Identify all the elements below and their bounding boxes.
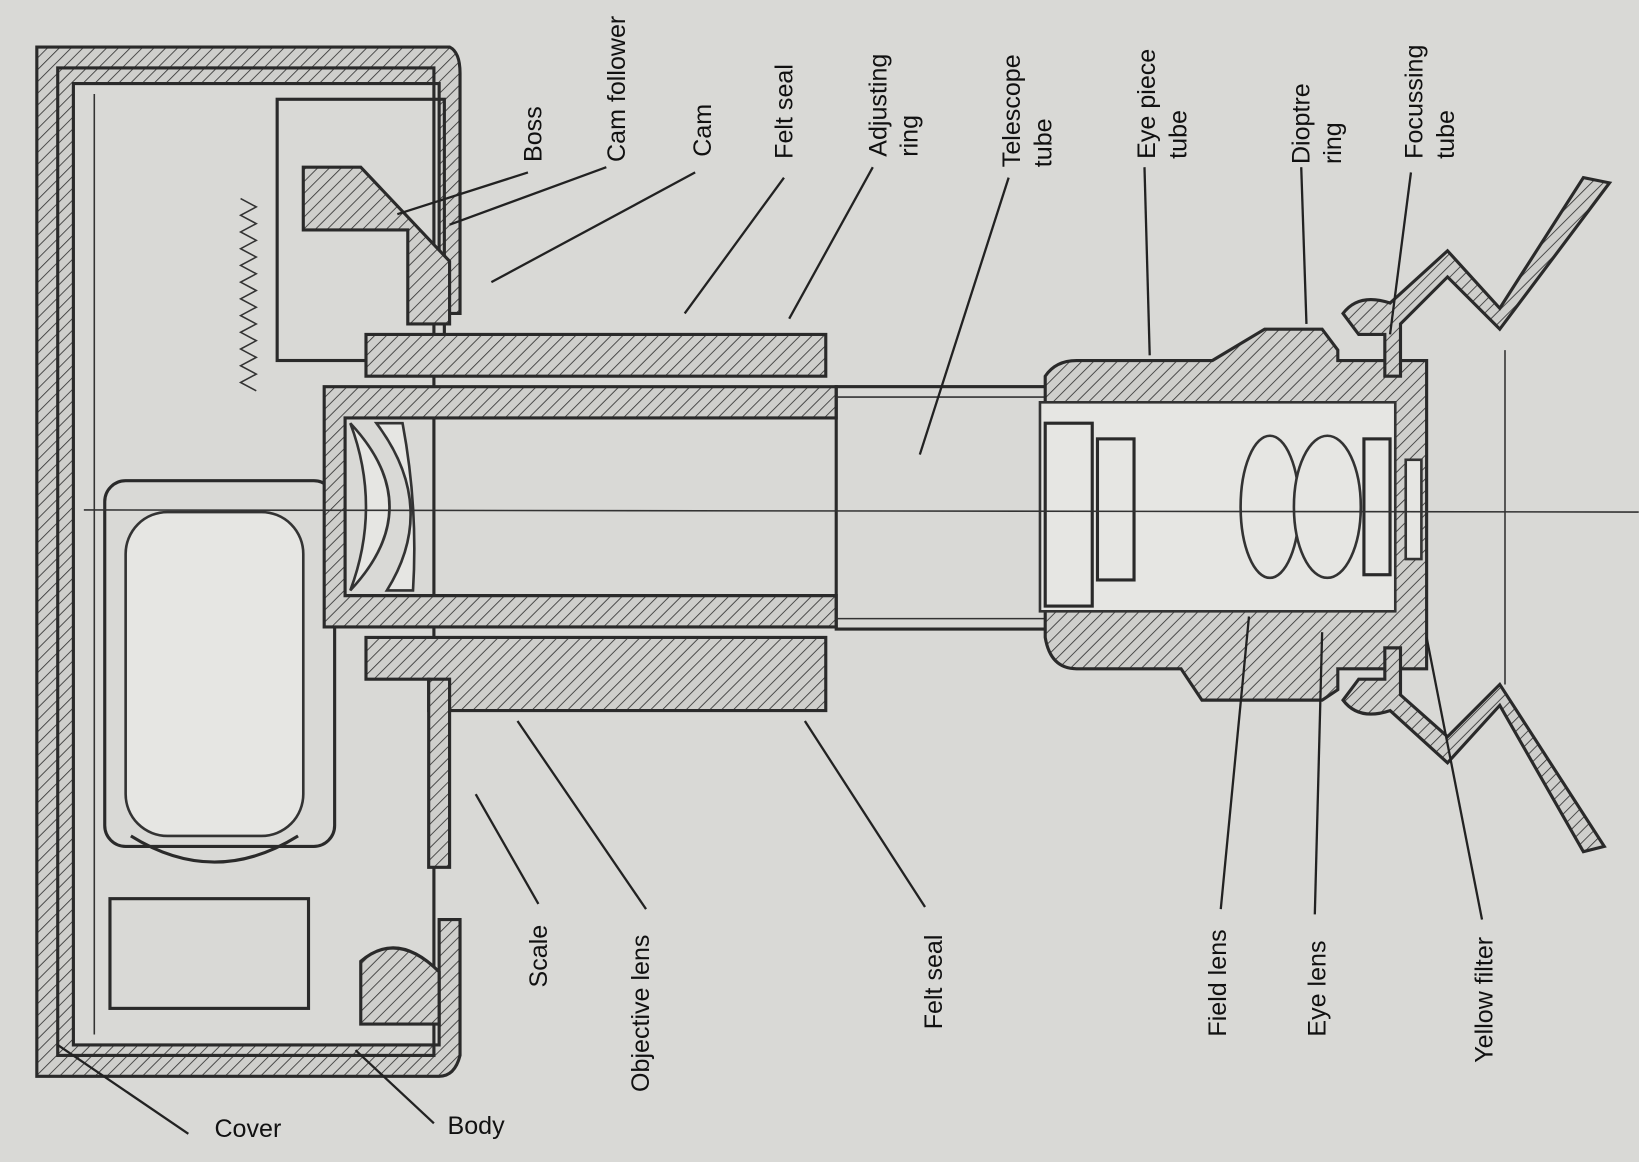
leader-line-cover: [57, 1044, 189, 1135]
yellow-filter-glass: [1404, 458, 1423, 561]
battery: [124, 510, 305, 838]
objective-lens: [349, 422, 391, 592]
leader-line-felt-seal-top: [683, 176, 785, 315]
label-focussing-tube-line-2: tube: [1432, 110, 1460, 159]
label-adjusting-ring-line-1: Adjusting: [864, 54, 892, 157]
leader-line-scale: [474, 793, 540, 905]
body-frame: [56, 66, 436, 1057]
leader-line-telescope-tube: [918, 177, 1010, 455]
spring: [238, 197, 258, 392]
leader-line-boss: [396, 171, 529, 216]
label-dioptre-ring-line-1: Dioptre: [1288, 83, 1316, 164]
label-eye-lens: Eye lens: [1303, 940, 1331, 1036]
label-yellow-filter: Yellow filter: [1470, 937, 1498, 1063]
label-objective-lens: Objective lens: [627, 935, 655, 1092]
label-dioptre-ring-line-2: ring: [1319, 122, 1347, 164]
telescope-tube-body: [834, 385, 1053, 631]
leader-line-cam-follower: [449, 166, 607, 226]
leader-line-cam: [490, 171, 696, 284]
leader-lines: [57, 166, 1484, 1135]
leader-line-eye-lens: [1313, 632, 1324, 915]
leader-line-felt-seal-bottom: [803, 720, 927, 908]
eye-lens-glass: [1292, 434, 1363, 580]
label-scale: Scale: [525, 925, 553, 988]
drawing: [35, 45, 1639, 1078]
label-felt-seal-top: Felt seal: [770, 64, 798, 159]
label-telescope-tube-line-1: Telescope: [998, 54, 1026, 167]
field-lens-glass: [1239, 434, 1301, 580]
label-cam: Cam: [689, 104, 717, 157]
leader-line-yellow-filter: [1425, 637, 1484, 920]
leader-line-objective-lens: [516, 720, 647, 910]
leader-line-eye-piece-tube: [1143, 167, 1151, 356]
leader-line-adjusting-ring: [788, 166, 874, 320]
eyecup: [1341, 175, 1613, 378]
leader-line-body: [354, 1049, 435, 1125]
label-boss: Boss: [520, 106, 548, 162]
label-felt-seal-bottom: Felt seal: [920, 935, 948, 1030]
leader-line-field-lens: [1219, 616, 1251, 910]
label-adjusting-ring-line-2: ring: [896, 115, 924, 157]
label-body: Body: [447, 1112, 505, 1140]
label-cam-follower: Cam follower: [603, 16, 631, 162]
label-cover: Cover: [214, 1115, 281, 1143]
optical-axis: [83, 509, 1639, 513]
cover-housing: [35, 45, 462, 1078]
label-field-lens: Field lens: [1204, 929, 1232, 1036]
label-focussing-tube-line-1: Focussing: [1400, 45, 1428, 159]
label-telescope-tube-line-2: tube: [1029, 118, 1057, 167]
leader-line-dioptre-ring: [1300, 167, 1308, 324]
label-eye-piece-tube-line-2: tube: [1164, 110, 1192, 159]
leader-line-focussing-tube: [1388, 172, 1413, 335]
label-eye-piece-tube-line-1: Eye piece: [1133, 49, 1161, 159]
